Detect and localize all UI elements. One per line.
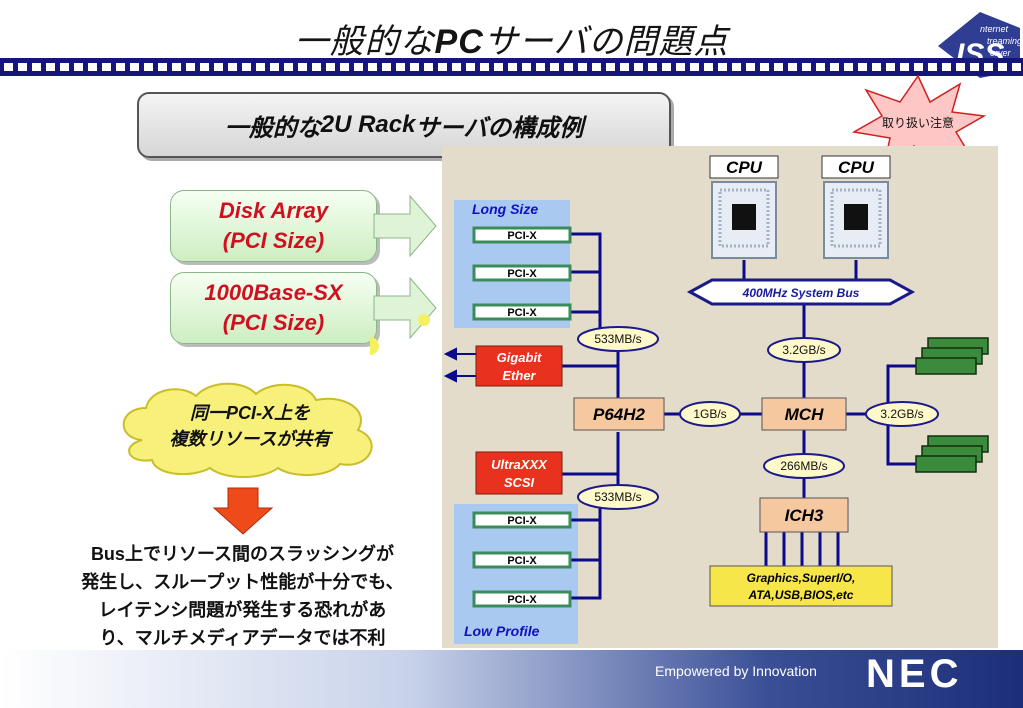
cloud-text-line2: 複数リソースが共有: [169, 429, 331, 450]
scsi-box: [475, 451, 563, 495]
footer-tagline: Empowered by Innovation: [655, 663, 817, 679]
arrow-right-icon: [373, 194, 437, 258]
cpu-chip-icon-2: [844, 204, 868, 230]
cloud-text: 同一PCI-X上を 複数リソースが共有: [130, 400, 370, 453]
note-line-3: レイテンシ問題が発生する恐れがあ: [98, 600, 387, 621]
memory-modules-top: [915, 337, 989, 375]
bubble-dot-icon: [418, 314, 430, 326]
note-line-1: 上でリソース間のスラッシングが: [124, 544, 395, 565]
cloud-text-pre: 同一: [189, 403, 226, 424]
bubble-dot-icon-2: [370, 337, 379, 355]
cpu-chip-icon: [732, 204, 756, 230]
title-text-3: サーバの問題点: [483, 22, 729, 62]
long-size-label: Long Size: [472, 201, 538, 217]
page-title: 一般的なPCサーバの問題点: [0, 14, 1023, 63]
gigabit-label-2: Ether: [502, 368, 536, 383]
bw-1gb: 1GB/s: [693, 407, 726, 421]
bw-32-cpu: 3.2GB/s: [782, 343, 825, 357]
note-line-4: り、マルチメディアデータでは不利: [99, 628, 386, 649]
ich3-chip: [759, 497, 849, 533]
pci-slot-3: PCI-X: [507, 307, 537, 319]
bw-266: 266MB/s: [780, 459, 827, 473]
low-profile-label: Low Profile: [464, 623, 540, 639]
p64h2-label: P64H2: [593, 405, 646, 424]
gbe-label-1: 1000Base-SX: [204, 280, 343, 305]
subtitle-text-3: サーバの構成例: [415, 113, 584, 142]
cpu-1: CPU: [709, 155, 779, 259]
down-arrow-icon: [212, 487, 274, 535]
left-arrows: [370, 194, 437, 355]
nec-logo: NEC: [866, 652, 963, 696]
logo-line-3: erver: [990, 48, 1012, 58]
pci-slots-bottom: PCI-X PCI-X PCI-X: [472, 511, 572, 608]
cloud-shape: [122, 382, 373, 478]
scsi-label-1: UltraXXX: [491, 457, 548, 472]
gbe-button: 1000Base-SX (PCI Size): [170, 272, 377, 344]
title-text-2: PC: [434, 23, 484, 61]
cloud-text-bold: PCI-X: [225, 403, 274, 423]
note-line-2: 発生し、スループット性能が十分でも、: [81, 572, 404, 593]
pci-slot-4: PCI-X: [507, 515, 537, 527]
memory-modules-bottom: [915, 435, 989, 473]
io-box: [709, 565, 893, 607]
note-bold: Bus: [90, 544, 125, 564]
disk-array-label-2: (PCI Size): [222, 228, 325, 253]
cloud-text-post: 上を: [274, 403, 310, 424]
logo-line-1: nternet: [980, 24, 1009, 34]
bw-533-bottom: 533MB/s: [594, 490, 641, 504]
pci-slot-2: PCI-X: [507, 268, 537, 280]
gbe-label-2: (PCI Size): [222, 310, 325, 335]
cpu-1-label: CPU: [726, 158, 763, 177]
subtitle-text-2: 2U Rack: [320, 111, 416, 138]
scsi-label-2: SCSI: [504, 475, 535, 490]
gigabit-label-1: Gigabit: [497, 350, 542, 365]
bus-thrashing-note: Bus上でリソース間のスラッシングが 発生し、スループット性能が十分でも、 レイ…: [50, 540, 435, 653]
mch-label: MCH: [785, 405, 824, 424]
p64h2-chip: [573, 397, 665, 431]
title-filmstrip-bar: [0, 58, 1023, 76]
title-text-1: 一般的な: [294, 22, 435, 62]
cpu-2: CPU: [821, 155, 891, 259]
pci-slot-1: PCI-X: [507, 230, 537, 242]
subtitle-text-1: 一般的な: [224, 113, 321, 142]
pci-slot-6: PCI-X: [507, 594, 537, 606]
disk-array-button: Disk Array (PCI Size): [170, 190, 377, 262]
caution-star-text: 取り扱い注意: [882, 115, 954, 130]
ich3-label: ICH3: [785, 506, 824, 525]
mch-chip: [761, 397, 847, 431]
pci-slots-top: PCI-X PCI-X PCI-X: [472, 226, 572, 321]
bw-533-top: 533MB/s: [594, 332, 641, 346]
system-bus-label: 400MHz System Bus: [742, 286, 860, 300]
footer-bar: [0, 650, 1023, 708]
gigabit-ether-box: [475, 345, 563, 387]
pci-slot-5: PCI-X: [507, 555, 537, 567]
logo-line-2: treaming: [987, 36, 1022, 46]
io-label-1: Graphics,SuperI/O,: [747, 571, 856, 585]
io-label-2: ATA,USB,BIOS,etc: [748, 588, 854, 602]
system-bus: [686, 278, 916, 306]
bw-32-mem: 3.2GB/s: [880, 407, 923, 421]
cpu-2-label: CPU: [838, 158, 875, 177]
disk-array-label-1: Disk Array: [218, 198, 329, 223]
